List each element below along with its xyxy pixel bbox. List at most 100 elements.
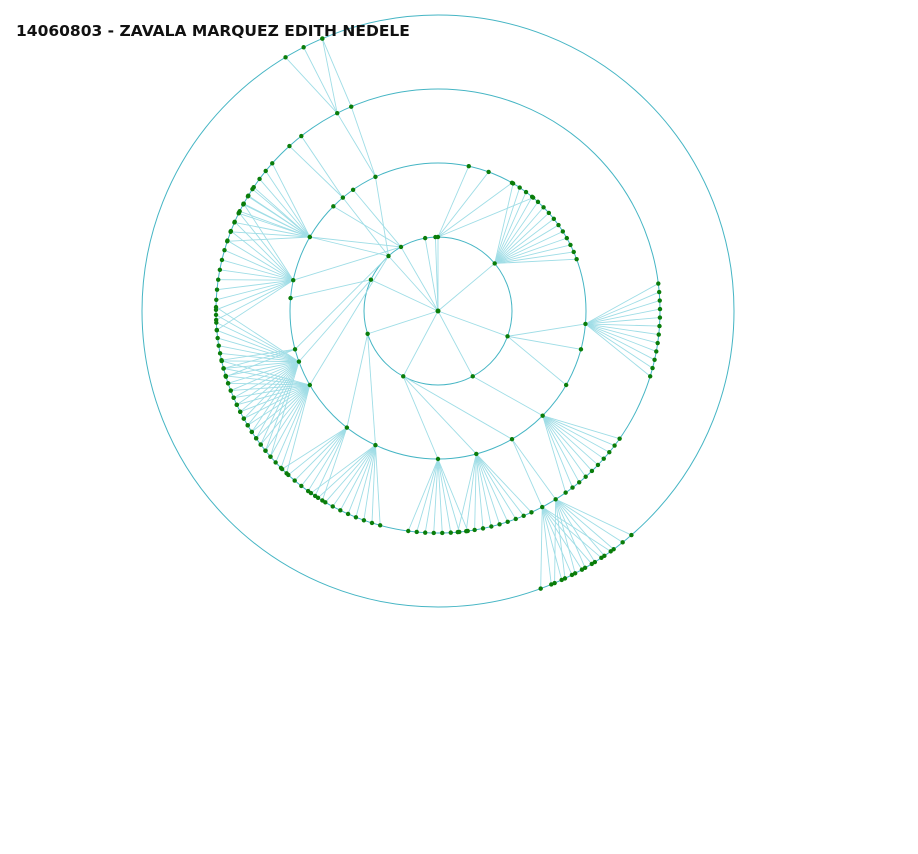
tree-node[interactable] — [340, 195, 346, 200]
tree-node[interactable] — [299, 133, 304, 139]
tree-node[interactable] — [517, 185, 522, 190]
tree-node[interactable] — [568, 242, 573, 248]
tree-node[interactable] — [513, 516, 518, 522]
tree-node[interactable] — [546, 210, 552, 216]
tree-node[interactable] — [214, 297, 219, 302]
tree-node[interactable] — [529, 510, 534, 515]
tree-node[interactable] — [497, 522, 502, 527]
tree-node[interactable] — [344, 425, 350, 430]
tree-node[interactable] — [377, 523, 383, 528]
tree-node[interactable] — [299, 483, 304, 489]
tree-node[interactable] — [263, 448, 268, 453]
tree-node[interactable] — [305, 488, 311, 494]
tree-node[interactable] — [257, 176, 262, 182]
tree-node[interactable] — [414, 529, 419, 535]
tree-node[interactable] — [601, 456, 606, 461]
tree-node[interactable] — [292, 478, 297, 483]
tree-node[interactable] — [222, 247, 227, 253]
tree-node[interactable] — [583, 321, 588, 327]
tree-node[interactable] — [470, 374, 475, 379]
tree-node[interactable] — [292, 347, 298, 352]
tree-node[interactable] — [245, 194, 251, 199]
tree-node[interactable] — [657, 323, 662, 329]
tree-node[interactable] — [263, 168, 268, 174]
tree-node[interactable] — [549, 582, 554, 587]
tree-node[interactable] — [398, 244, 404, 250]
tree-node[interactable] — [560, 229, 566, 234]
tree-node[interactable] — [213, 312, 219, 318]
tree-node[interactable] — [448, 530, 453, 535]
tree-node[interactable] — [361, 518, 367, 523]
tree-node[interactable] — [373, 174, 378, 180]
tree-node[interactable] — [217, 351, 223, 356]
tree-node[interactable] — [492, 261, 497, 266]
tree-node[interactable] — [540, 413, 545, 418]
tree-node[interactable] — [563, 490, 568, 495]
tree-node[interactable] — [599, 555, 604, 561]
tree-node[interactable] — [291, 278, 296, 283]
tree-node[interactable] — [406, 528, 411, 534]
tree-node[interactable] — [331, 204, 336, 209]
tree-node[interactable] — [472, 527, 477, 533]
tree-node[interactable] — [570, 485, 575, 490]
tree-node[interactable] — [564, 235, 570, 241]
tree-node[interactable] — [423, 530, 428, 535]
tree-node[interactable] — [607, 450, 612, 455]
tree-node[interactable] — [422, 235, 428, 241]
tree-node[interactable] — [214, 320, 219, 325]
tree-node[interactable] — [552, 580, 557, 586]
tree-node[interactable] — [253, 436, 259, 441]
tree-node[interactable] — [335, 110, 340, 116]
tree-node[interactable] — [249, 429, 255, 435]
tree-node[interactable] — [523, 189, 529, 195]
tree-node[interactable] — [353, 515, 359, 520]
tree-node[interactable] — [435, 234, 441, 240]
tree-node[interactable] — [577, 480, 582, 485]
tree-node[interactable] — [225, 381, 231, 386]
tree-node[interactable] — [589, 468, 595, 474]
tree-node[interactable] — [521, 513, 526, 519]
tree-node[interactable] — [657, 306, 663, 312]
tree-node[interactable] — [435, 456, 441, 462]
tree-node[interactable] — [368, 277, 374, 282]
tree-node[interactable] — [578, 347, 584, 352]
tree-node[interactable] — [474, 451, 479, 457]
tree-node[interactable] — [654, 349, 659, 354]
tree-node[interactable] — [373, 442, 378, 448]
tree-node[interactable] — [656, 289, 662, 295]
tree-node[interactable] — [617, 436, 622, 441]
tree-node[interactable] — [223, 374, 229, 379]
tree-node[interactable] — [215, 335, 220, 341]
tree-node[interactable] — [509, 180, 515, 186]
tree-node[interactable] — [589, 561, 594, 567]
tree-node[interactable] — [583, 474, 588, 479]
tree-node[interactable] — [579, 567, 585, 572]
tree-node[interactable] — [386, 253, 391, 259]
tree-node[interactable] — [431, 530, 436, 536]
tree-node[interactable] — [562, 576, 568, 581]
tree-node[interactable] — [228, 228, 234, 234]
tree-node[interactable] — [219, 257, 225, 263]
tree-node[interactable] — [237, 209, 242, 214]
tree-node[interactable] — [213, 304, 219, 310]
tree-node[interactable] — [345, 511, 351, 517]
tree-node[interactable] — [486, 169, 491, 175]
tree-node[interactable] — [283, 55, 288, 60]
tree-node[interactable] — [480, 526, 486, 531]
tree-node[interactable] — [538, 586, 543, 591]
tree-node[interactable] — [241, 201, 246, 206]
tree-node[interactable] — [320, 498, 325, 503]
tree-node[interactable] — [217, 267, 223, 272]
tree-node[interactable] — [214, 328, 220, 333]
tree-node[interactable] — [307, 382, 313, 388]
tree-node[interactable] — [338, 508, 343, 513]
tree-node[interactable] — [350, 187, 356, 192]
tree-node[interactable] — [312, 493, 318, 499]
tree-node[interactable] — [595, 462, 601, 468]
tree-node[interactable] — [228, 388, 233, 393]
tree-node[interactable] — [505, 334, 510, 339]
tree-node[interactable] — [307, 234, 313, 240]
tree-node[interactable] — [250, 186, 255, 192]
tree-node[interactable] — [650, 365, 655, 371]
tree-node[interactable] — [234, 402, 239, 408]
